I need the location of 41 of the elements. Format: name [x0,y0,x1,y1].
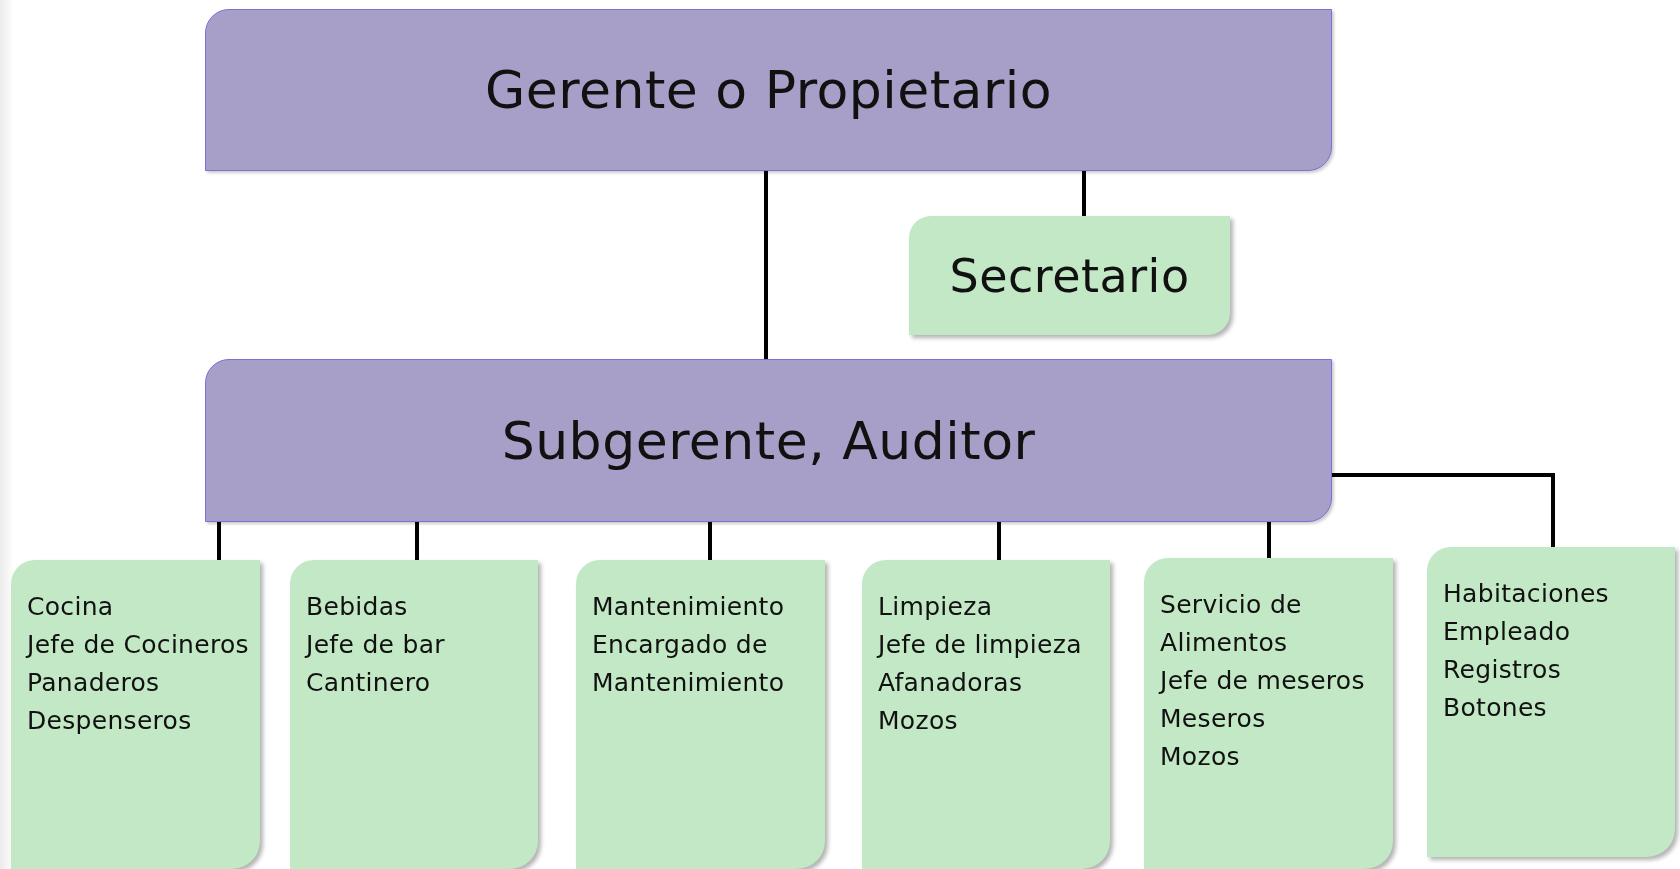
department-item: Bebidas [306,591,408,623]
department-item: Panaderos [27,667,160,699]
connector-line [1082,171,1086,216]
department-box [1144,558,1393,869]
department-item: Jefe de bar [306,629,445,661]
department-item: Empleado [1443,616,1571,648]
department-item: Habitaciones [1443,578,1609,610]
role-box [909,216,1230,335]
department-box [576,560,825,869]
role-title: Subgerente, Auditor [501,410,1036,471]
department-box [1427,547,1675,857]
role-title: Gerente o Propietario [484,60,1053,120]
department-item: Meseros [1160,703,1266,735]
department-item: Cantinero [306,667,431,699]
department-item: Jefe de limpieza [878,629,1082,661]
department-item: Servicio de Alimentos [1160,589,1303,659]
role-title: Secretario [949,248,1190,303]
department-item: Mozos [878,705,958,737]
department-box [290,560,538,869]
department-item: Botones [1443,692,1547,724]
role-box [205,359,1332,522]
department-item: Mozos [1160,741,1240,773]
department-item: Cocina [27,591,114,623]
department-item: Encargado de Mantenimiento [592,629,786,699]
department-item: Registros [1443,654,1562,686]
department-box [11,560,260,869]
department-item: Afanadoras [878,667,1023,699]
connector-line [217,522,221,560]
connector-line [415,522,419,560]
connector-line [1267,522,1271,558]
department-item: Jefe de Cocineros [27,629,249,661]
connector-line [708,522,712,560]
department-item: Limpieza [878,591,993,623]
connector-line [997,522,1001,560]
connector-line [764,171,768,359]
department-item: Mantenimiento [592,591,785,623]
role-box [205,9,1332,171]
connector-line [1332,473,1555,547]
department-box [862,560,1110,869]
department-item: Despenseros [27,705,192,737]
department-item: Jefe de meseros [1160,665,1365,697]
